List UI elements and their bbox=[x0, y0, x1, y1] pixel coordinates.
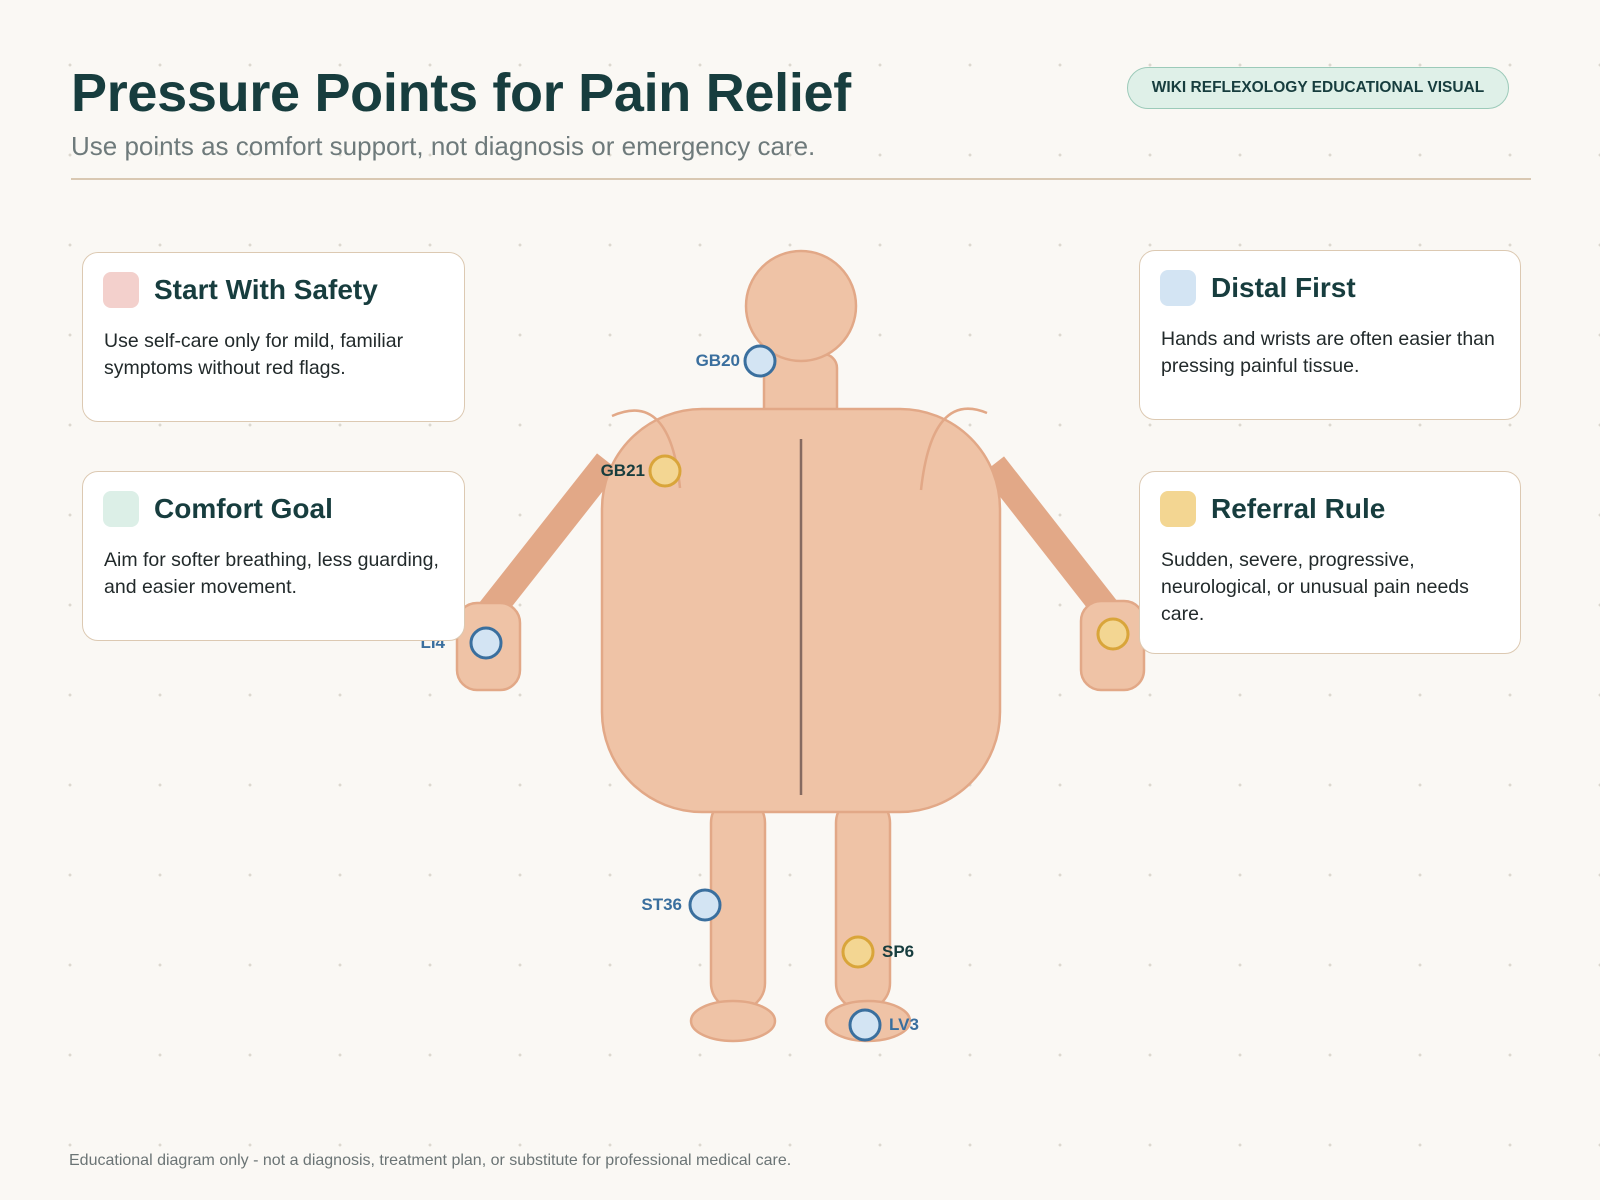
card-color-swatch bbox=[1160, 270, 1196, 306]
point-marker bbox=[469, 626, 503, 660]
point-label: ST36 bbox=[641, 895, 682, 914]
card-color-swatch bbox=[103, 272, 139, 308]
pressure-points: GB20 GB21 LI4 ST36 SP6 LV3 bbox=[420, 344, 1130, 1042]
card-comfort-goal: Comfort Goal Aim for softer breathing, l… bbox=[82, 471, 465, 641]
card-body: Sudden, severe, progressive, neurologica… bbox=[1161, 549, 1469, 625]
card-body: Hands and wrists are often easier than p… bbox=[1161, 328, 1495, 377]
card-referral-rule: Referral Rule Sudden, severe, progressiv… bbox=[1139, 471, 1521, 654]
card-body: Use self-care only for mild, familiar sy… bbox=[104, 330, 404, 379]
point-marker bbox=[841, 935, 875, 969]
point-lv3: LV3 bbox=[848, 1008, 919, 1042]
card-title: Distal First bbox=[1211, 272, 1356, 303]
point-label: GB21 bbox=[601, 461, 645, 480]
card-title: Referral Rule bbox=[1211, 493, 1386, 524]
point-marker bbox=[688, 888, 722, 922]
point-label: GB20 bbox=[696, 351, 740, 370]
point-gb21: GB21 bbox=[601, 454, 682, 488]
header-divider bbox=[71, 178, 1531, 180]
right-leg bbox=[834, 794, 892, 1012]
card-start-with-safety: Start With Safety Use self-care only for… bbox=[82, 252, 465, 422]
page-subtitle: Use points as comfort support, not diagn… bbox=[71, 131, 816, 161]
source-badge: WIKI REFLEXOLOGY EDUCATIONAL VISUAL bbox=[1127, 67, 1509, 109]
point-label: SP6 bbox=[882, 942, 914, 961]
point-label: LV3 bbox=[889, 1015, 919, 1034]
point-st36: ST36 bbox=[641, 888, 722, 922]
body-figure bbox=[455, 249, 1146, 1043]
head bbox=[744, 249, 858, 363]
left-foot bbox=[689, 999, 777, 1043]
card-title: Comfort Goal bbox=[154, 493, 333, 524]
card-color-swatch bbox=[103, 491, 139, 527]
point-marker bbox=[1096, 617, 1130, 651]
point-right-hand bbox=[1096, 617, 1130, 651]
point-marker bbox=[648, 454, 682, 488]
card-color-swatch bbox=[1160, 491, 1196, 527]
point-gb20: GB20 bbox=[696, 344, 777, 378]
right-shoulder-curve bbox=[919, 407, 988, 491]
card-title: Start With Safety bbox=[154, 274, 378, 305]
right-arm bbox=[981, 456, 1120, 621]
point-marker bbox=[848, 1008, 882, 1042]
page-title: Pressure Points for Pain Relief bbox=[71, 63, 851, 123]
card-distal-first: Distal First Hands and wrists are often … bbox=[1139, 250, 1521, 420]
point-sp6: SP6 bbox=[841, 935, 914, 969]
point-marker bbox=[743, 344, 777, 378]
disclaimer-footer: Educational diagram only - not a diagnos… bbox=[69, 1152, 792, 1169]
card-body: Aim for softer breathing, less guarding,… bbox=[104, 549, 439, 598]
left-arm bbox=[474, 453, 619, 627]
